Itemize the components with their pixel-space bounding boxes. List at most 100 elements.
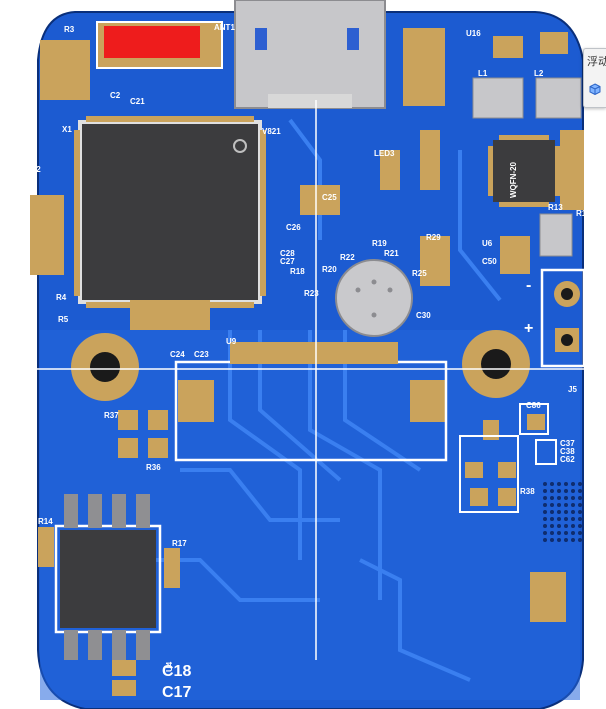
via <box>571 503 575 507</box>
label-r21: R21 <box>384 249 399 258</box>
via <box>564 538 568 542</box>
via <box>571 517 575 521</box>
via <box>550 503 554 507</box>
u4-outline <box>54 524 162 634</box>
label-u9: U9 <box>226 337 237 346</box>
label-c30: C30 <box>416 311 431 320</box>
usb-hole-left <box>255 28 267 50</box>
cube-icon[interactable] <box>589 83 601 95</box>
label-r36: R36 <box>146 463 161 472</box>
label-c11: C11 <box>22 103 37 112</box>
via <box>557 531 561 535</box>
large-labels: C18 C17 + - <box>162 277 533 701</box>
label-r5: R5 <box>58 315 69 324</box>
wqfn-label: WQFN-20 U4 <box>165 161 518 672</box>
via <box>578 531 582 535</box>
battery-pad-pos-hole <box>561 334 573 346</box>
via <box>557 489 561 493</box>
via <box>557 517 561 521</box>
via <box>543 510 547 514</box>
via <box>578 524 582 528</box>
label-r3: R3 <box>64 25 75 34</box>
label-c86: C86 <box>526 401 541 410</box>
via <box>557 538 561 542</box>
label-r20: R20 <box>322 265 337 274</box>
label-u16: U16 <box>466 29 481 38</box>
via <box>557 510 561 514</box>
label-c27: C27 <box>280 257 295 266</box>
label-j5: J5 <box>568 385 577 394</box>
via <box>571 496 575 500</box>
label-plus: + <box>524 320 533 337</box>
label-r38: R38 <box>520 487 535 496</box>
label-l2: L2 <box>534 69 544 78</box>
battery-connector-outline <box>540 268 586 368</box>
label-c17: C17 <box>162 684 191 701</box>
label-r29: R29 <box>426 233 441 242</box>
via <box>550 538 554 542</box>
u9-pins <box>230 342 398 364</box>
label-r19: R19 <box>372 239 387 248</box>
label-c62: C62 <box>560 455 575 464</box>
via <box>543 482 547 486</box>
label-r37: R37 <box>104 411 119 420</box>
mount-hole-left-center <box>90 352 120 382</box>
silkscreen-labels: R3 ANT1 C2 C21 C11 X1 C12 V821 U16 L1 L2… <box>22 23 591 548</box>
label-r17: R17 <box>172 539 187 548</box>
label-r12: R12 <box>576 209 591 218</box>
label-c25: C25 <box>322 193 337 202</box>
via <box>578 489 582 493</box>
label-c38: C38 <box>560 447 575 456</box>
via <box>550 482 554 486</box>
label-c26: C26 <box>286 223 301 232</box>
sensor-holes <box>355 279 393 318</box>
mount-hole-right-center <box>481 349 511 379</box>
label-minus: - <box>526 277 531 294</box>
inductor-l1 <box>472 77 524 119</box>
via <box>564 503 568 507</box>
via <box>550 510 554 514</box>
silkscreen-boxes <box>459 403 557 513</box>
label-r23: R23 <box>304 289 319 298</box>
via <box>571 538 575 542</box>
via <box>543 524 547 528</box>
usb-connector <box>234 0 386 109</box>
antenna-chip <box>104 26 200 58</box>
via <box>550 496 554 500</box>
label-l1: L1 <box>478 69 488 78</box>
via <box>543 538 547 542</box>
label-c50: C50 <box>482 257 497 266</box>
label-c37: C37 <box>560 439 575 448</box>
float-panel-tab[interactable]: 浮动 <box>583 48 606 108</box>
wqfn-pins <box>488 135 560 207</box>
via <box>543 531 547 535</box>
via <box>578 538 582 542</box>
via <box>571 510 575 514</box>
usb-tab <box>268 94 352 108</box>
via <box>564 531 568 535</box>
wqfn-chip <box>493 140 555 202</box>
smd-pads <box>30 28 584 696</box>
via <box>564 517 568 521</box>
via <box>543 496 547 500</box>
label-v821: V821 <box>262 127 281 136</box>
via <box>571 531 575 535</box>
via <box>564 524 568 528</box>
u4-chip <box>60 530 156 628</box>
label-c12: C12 <box>26 165 41 174</box>
via <box>571 482 575 486</box>
via <box>550 489 554 493</box>
u4-pins <box>64 494 150 660</box>
label-led3: LED3 <box>374 149 395 158</box>
via <box>557 496 561 500</box>
mcu-chip <box>82 124 258 300</box>
via <box>557 503 561 507</box>
label-r4: R4 <box>56 293 67 302</box>
via <box>557 482 561 486</box>
label-c23: C23 <box>194 350 209 359</box>
inductor-l3 <box>539 213 573 257</box>
battery-pad-neg-hole <box>561 288 573 300</box>
via <box>543 503 547 507</box>
label-c24: C24 <box>170 350 185 359</box>
